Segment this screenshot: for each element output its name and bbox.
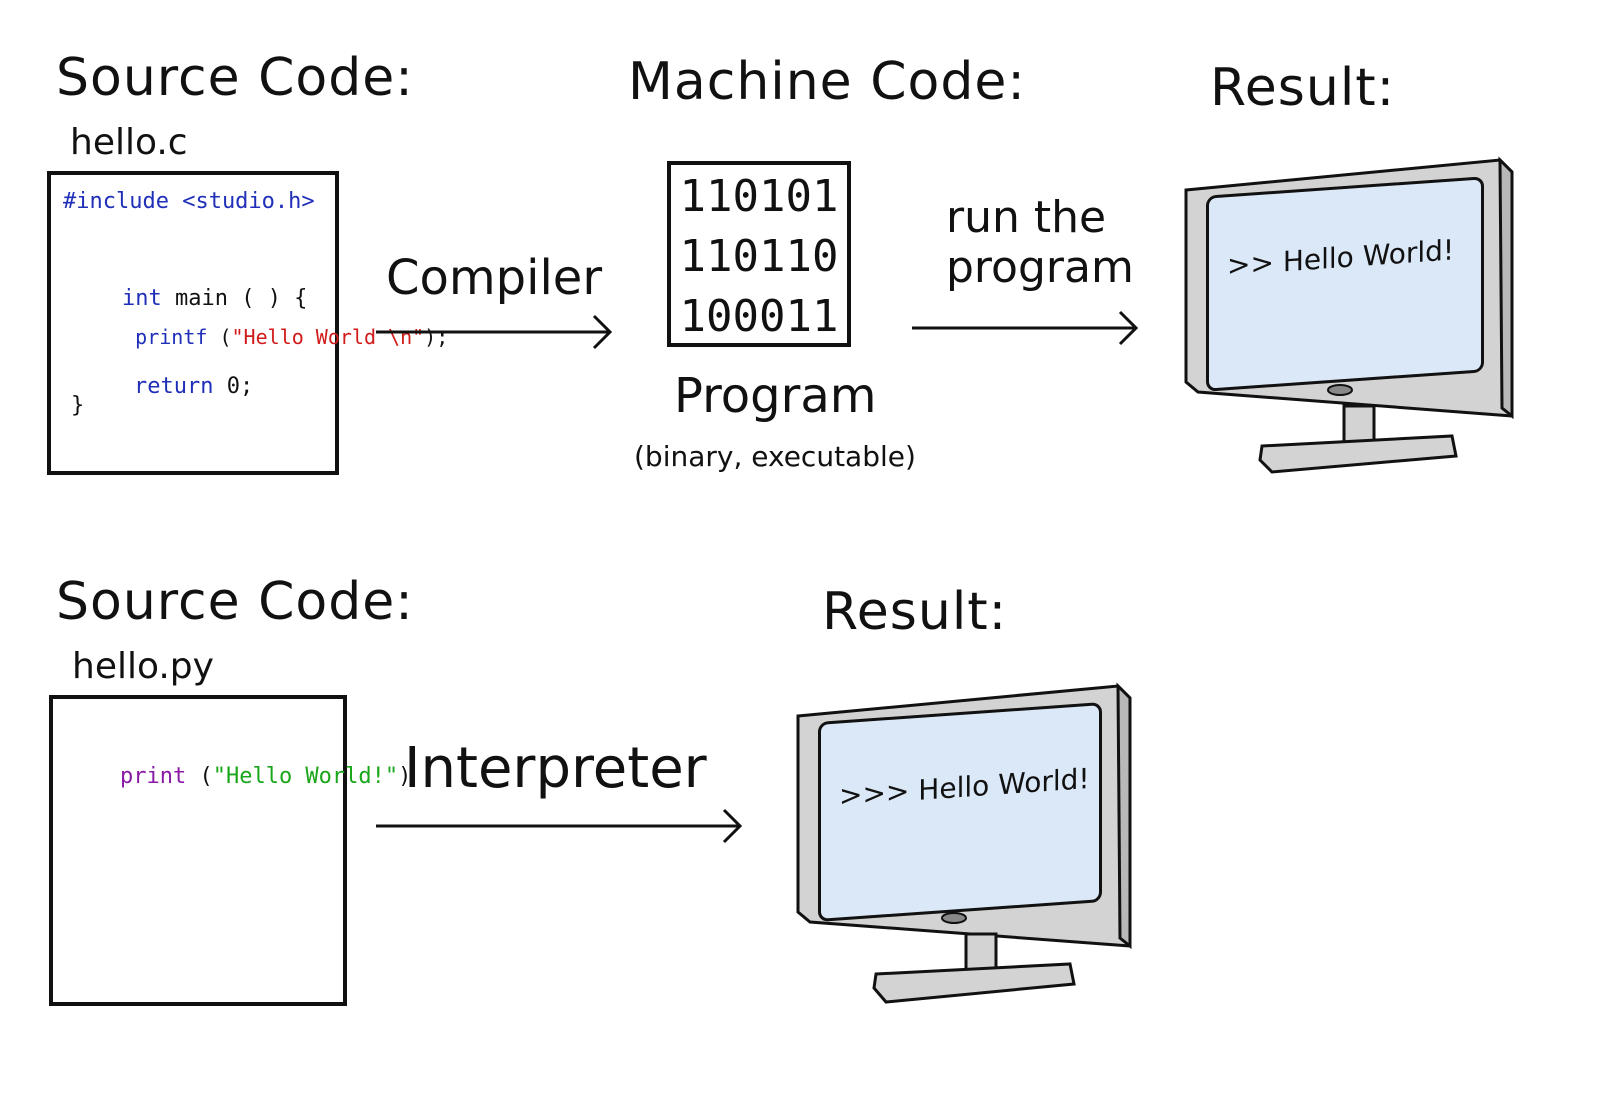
code-keyword-int: int: [121, 286, 162, 311]
bottom-source-title: Source Code:: [56, 572, 414, 632]
code-print-string: "Hello World!": [212, 764, 399, 789]
bottom-result-title: Result:: [822, 582, 1008, 642]
compiler-label: Compiler: [386, 250, 603, 306]
binary-line: 110101: [679, 171, 839, 222]
code-printf-close: );: [424, 325, 449, 349]
code-print-open: (: [186, 764, 213, 789]
binary-line: 100011: [679, 291, 839, 342]
code-line-main: int main ( ) {: [69, 261, 307, 336]
top-source-filename: hello.c: [70, 122, 188, 163]
code-print-fn: print: [119, 764, 187, 789]
code-print-close: ): [398, 764, 412, 789]
interpreter-label: Interpreter: [404, 736, 707, 801]
top-screen-output: >> Hello World!: [1227, 233, 1455, 283]
code-line-print: print ("Hello World!"): [67, 739, 411, 814]
code-line-printf: printf ("Hello World \n");: [87, 301, 448, 373]
code-line-include: #include <studio.h>: [63, 189, 315, 214]
bottom-monitor: >>> Hello World!: [794, 682, 1134, 1012]
code-keyword-return: return: [133, 374, 214, 399]
code-line-return: return 0;: [81, 349, 253, 424]
binary-box: 110101 110110 100011: [667, 161, 851, 347]
top-monitor: >> Hello World!: [1182, 156, 1516, 486]
top-source-title: Source Code:: [56, 48, 414, 108]
top-result-title: Result:: [1210, 58, 1396, 118]
code-line-close: }: [71, 393, 85, 418]
run-arrow: [912, 310, 1139, 346]
c-code-box: #include <studio.h> int main ( ) { print…: [47, 171, 448, 475]
bottom-screen: >>> Hello World!: [818, 702, 1102, 922]
binary-line: 110110: [679, 231, 839, 282]
run-label-line2: program: [946, 242, 1134, 293]
machine-code-title: Machine Code:: [628, 52, 1026, 112]
run-label-line1: run the: [946, 192, 1107, 243]
interpreter-arrow: [376, 808, 743, 844]
code-printf-open: (: [207, 325, 232, 349]
compiler-arrow: [376, 314, 613, 350]
code-main-rest: main ( ) {: [161, 286, 308, 311]
python-code-box: print ("Hello World!"): [49, 695, 411, 1006]
bottom-screen-output: >>> Hello World!: [839, 761, 1090, 813]
code-printf-string: "Hello World \n": [231, 325, 425, 349]
bottom-source-filename: hello.py: [72, 646, 214, 687]
program-label: Program: [674, 368, 877, 424]
code-return-rest: 0;: [213, 374, 254, 399]
code-printf-fn: printf: [135, 325, 208, 349]
top-screen: >> Hello World!: [1206, 176, 1484, 392]
program-sublabel: (binary, executable): [634, 440, 916, 473]
